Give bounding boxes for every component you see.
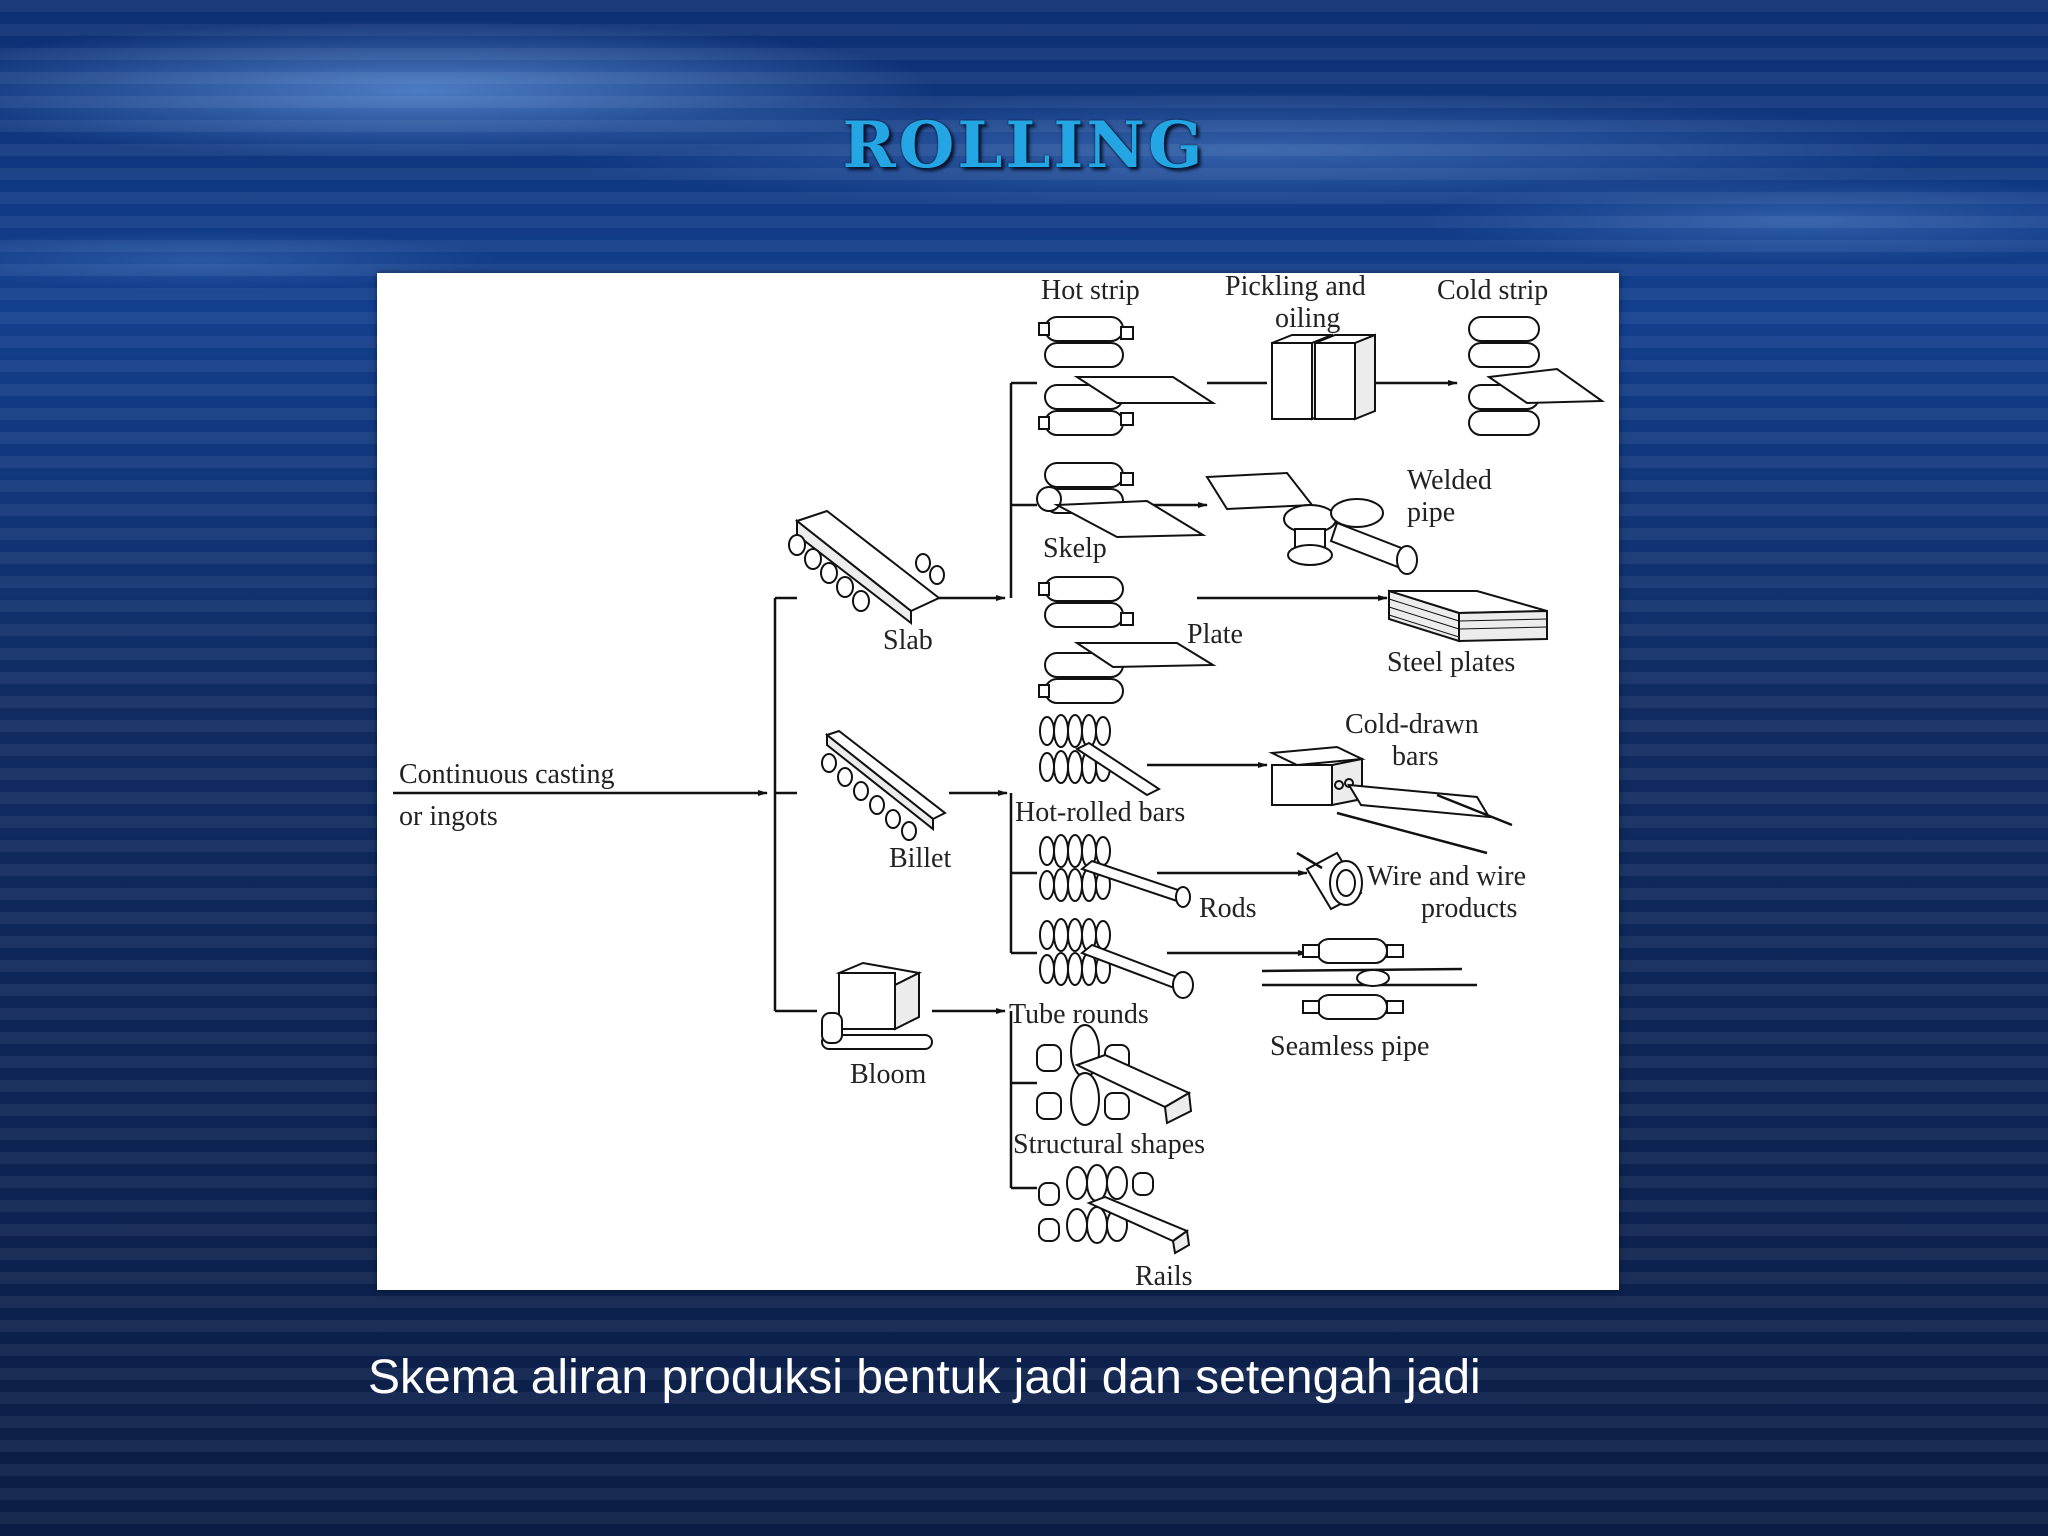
tube-rounds-mill-illustration [1039,918,1194,999]
label-plate: Plate [1187,619,1243,650]
bar-mill-illustration [1039,714,1162,797]
label-cold-drawn-line2: bars [1392,741,1439,772]
label-hot-rolled-bars: Hot-rolled bars [1015,797,1185,828]
label-structural-shapes: Structural shapes [1013,1129,1205,1160]
label-welded-line2: pipe [1407,497,1455,528]
label-pickling-line1: Pickling and [1225,273,1366,302]
slide-title: ROLLING [842,108,1206,183]
label-rods: Rods [1199,893,1257,924]
slab-illustration [788,509,945,626]
wire-coil-illustration [1296,851,1363,911]
label-tube-rounds: Tube rounds [1009,999,1149,1030]
steel-plates-illustration [1388,589,1548,643]
slide-caption: Skema aliran produksi bentuk jadi dan se… [368,1351,1481,1404]
rod-mill-illustration [1039,834,1191,908]
label-wire-line1: Wire and wire [1367,861,1526,892]
skelp-mill-illustration [1036,462,1207,539]
label-steel-plates: Steel plates [1387,647,1515,678]
bloom-illustration [821,961,933,1050]
diagram-panel: Continuous casting or ingots Slab Billet… [377,273,1619,1290]
label-hot-strip: Hot strip [1041,275,1140,306]
hot-strip-mill-illustration [1038,316,1217,436]
flow-lines [393,380,1458,1190]
label-welded-line1: Welded [1407,465,1492,496]
label-slab: Slab [883,625,933,656]
structural-mill-illustration [1036,1024,1193,1126]
label-bloom: Bloom [850,1059,926,1090]
cold-drawn-bars-illustration [1268,745,1513,855]
label-cold-drawn-line1: Cold-drawn [1345,709,1479,740]
label-source-line2: or ingots [399,801,498,832]
label-source-line1: Continuous casting [399,759,614,790]
rails-mill-illustration [1038,1164,1191,1255]
pickling-tanks-illustration [1271,333,1376,421]
label-skelp: Skelp [1043,533,1107,564]
label-billet: Billet [889,843,951,874]
cold-strip-mill-illustration [1468,316,1606,436]
plate-mill-illustration [1038,576,1217,704]
label-pickling-line2: oiling [1275,303,1340,334]
label-wire-line2: products [1421,893,1517,924]
welded-pipe-illustration [1205,471,1418,575]
rolling-flow-diagram: Continuous casting or ingots Slab Billet… [393,273,1606,1290]
seamless-pipe-illustration [1261,938,1477,1020]
billet-illustration [821,729,947,841]
label-seamless-pipe: Seamless pipe [1270,1031,1429,1062]
label-cold-strip: Cold strip [1437,275,1548,306]
label-rails: Rails [1135,1261,1193,1290]
